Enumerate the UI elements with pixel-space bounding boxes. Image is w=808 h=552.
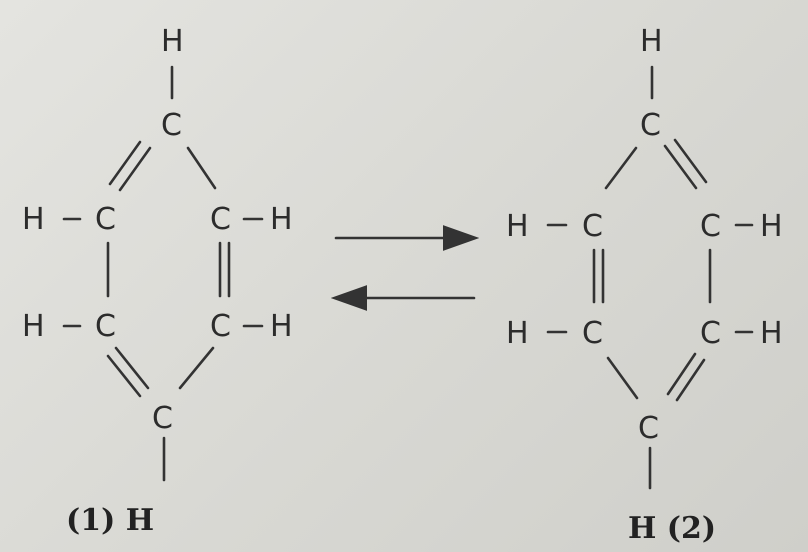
atom-h-top: H (161, 24, 184, 59)
atom-c-right-lower: C (210, 309, 231, 344)
atom-c-right-upper: C (210, 202, 231, 237)
atom-c-left-lower-2: C (582, 316, 603, 351)
bond-c-top-c-left-2 (604, 146, 638, 190)
structure-label-right: H (2) (628, 511, 716, 546)
atom-h-right-upper: H (270, 202, 293, 237)
atom-c-top-2: C (640, 108, 661, 143)
bond-c-right-lower-c-bottom-double-2-2 (675, 358, 706, 402)
atom-c-left-upper: C (95, 202, 116, 237)
atom-h-left-lower-2: H (506, 316, 529, 351)
resonance-arrows (330, 225, 480, 311)
bond-c-left-lower-c-bottom-2 (606, 356, 639, 400)
atom-h-right-lower-2: H (760, 316, 783, 351)
bond-c-top-c-left-double-1 (118, 146, 152, 192)
atom-c-left-lower: C (95, 309, 116, 344)
structure-2: H C H C C H H C C H C H (2) (506, 24, 783, 546)
bond-c-top-c-right (186, 146, 217, 190)
atom-c-top: C (161, 108, 182, 143)
atom-c-right-upper-2: C (700, 209, 721, 244)
bond-c-right-lower-c-bottom (178, 346, 215, 390)
structure-1: H C H C C H H C C H C (1) H (22, 24, 293, 538)
atom-c-left-upper-2: C (582, 209, 603, 244)
atom-h-left-lower: H (22, 309, 45, 344)
bond-c-top-c-right-double-2-2 (673, 138, 708, 184)
bond-c-left-lower-c-bottom-double-1 (114, 346, 150, 390)
structure-label-left: (1) H (66, 503, 154, 538)
atom-h-right-upper-2: H (760, 209, 783, 244)
bond-c-top-c-right-double-1-2 (663, 144, 698, 190)
atom-h-left-upper-2: H (506, 209, 529, 244)
atom-c-bottom: C (152, 401, 173, 436)
atom-c-bottom-2: C (638, 411, 659, 446)
atom-h-left-upper: H (22, 202, 45, 237)
bond-c-left-lower-c-bottom-double-2 (106, 354, 142, 398)
atom-c-right-lower-2: C (700, 316, 721, 351)
bond-c-right-lower-c-bottom-double-1-2 (666, 352, 697, 396)
bond-c-top-c-left-double-2 (108, 140, 142, 186)
atom-h-top-2: H (640, 24, 663, 59)
atom-h-right-lower: H (270, 309, 293, 344)
